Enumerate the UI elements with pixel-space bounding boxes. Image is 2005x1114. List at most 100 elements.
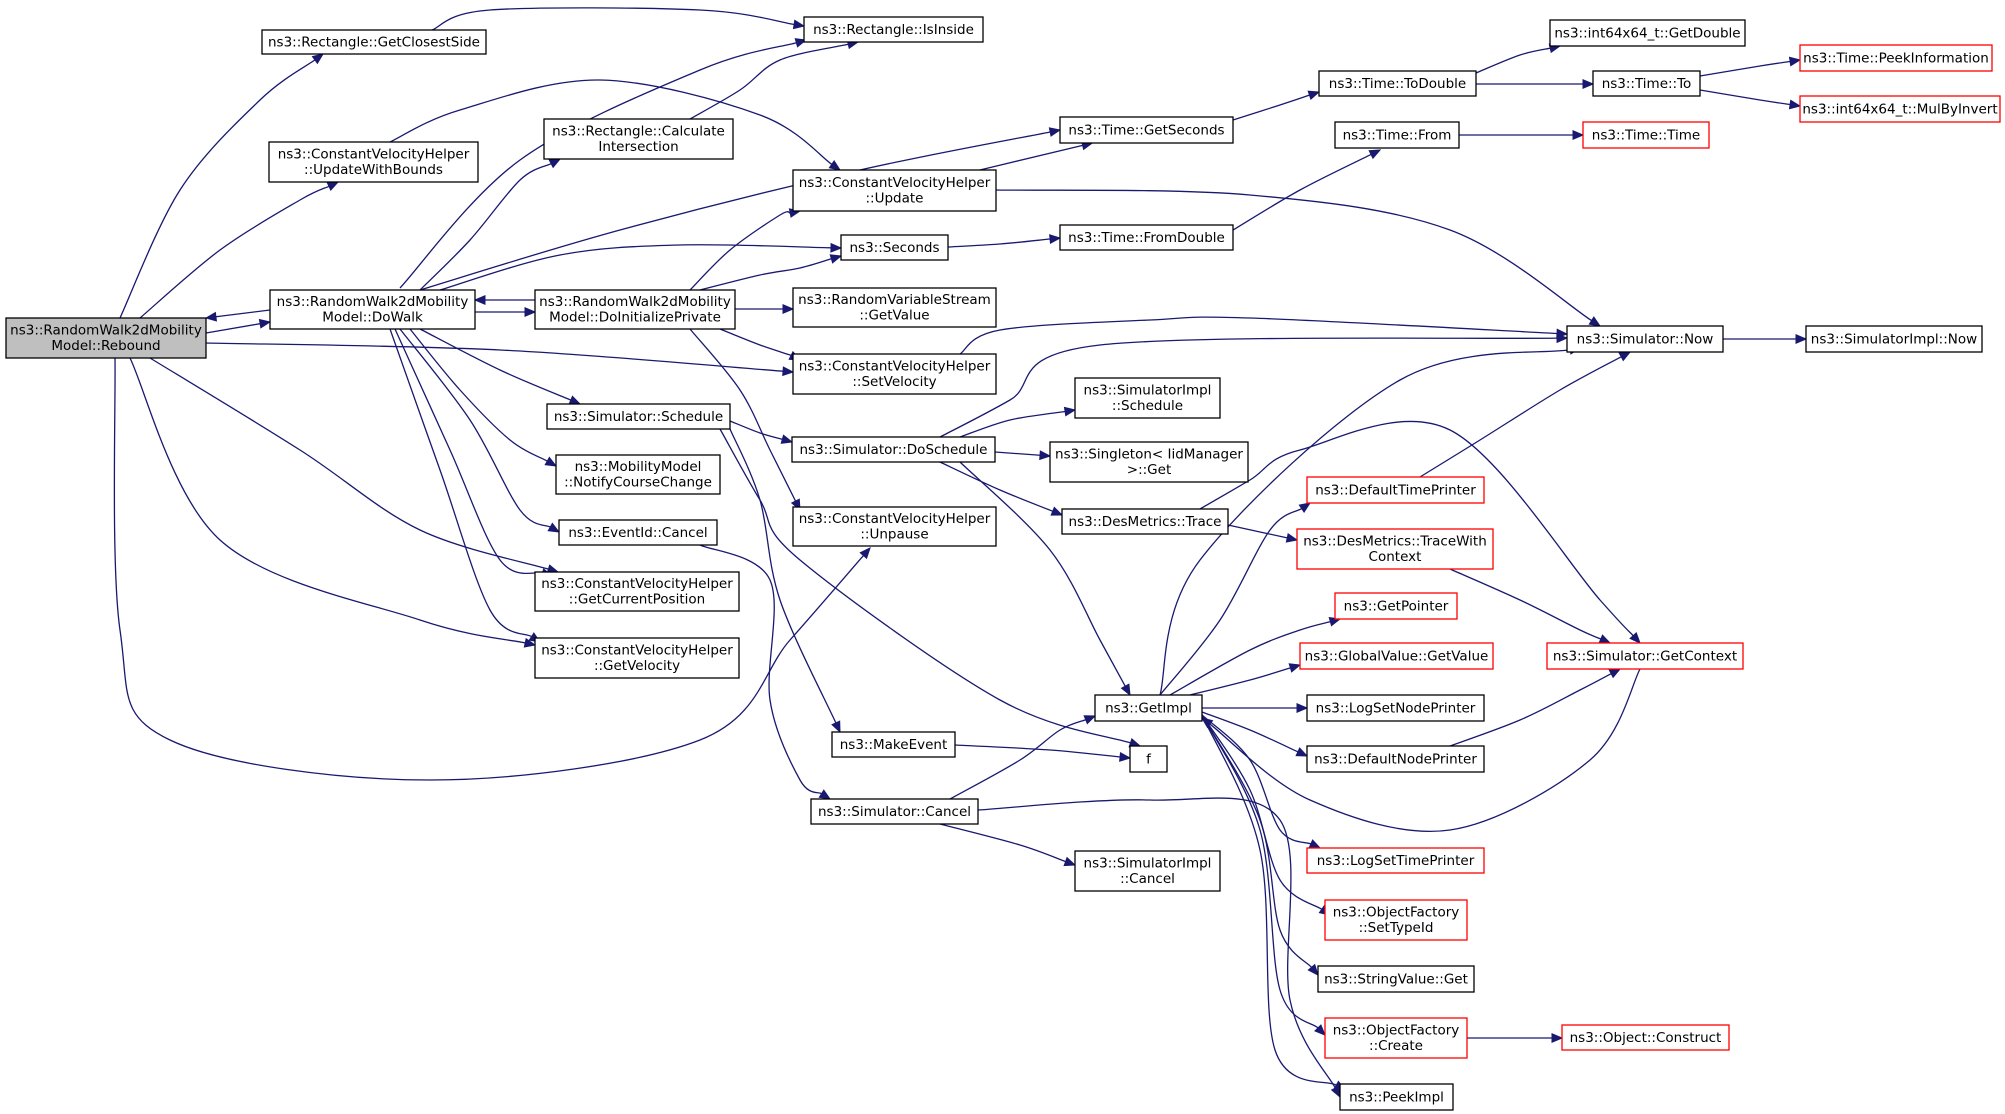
edge-n36-to-n37 (1200, 668, 1641, 833)
node-n33[interactable]: ns3::GetPointer (1334, 592, 1458, 620)
node-box (1561, 1024, 1730, 1051)
edge-line (1209, 668, 1641, 833)
edge-line (1159, 349, 1571, 696)
node-n36[interactable]: ns3::Simulator::GetContext (1546, 642, 1744, 670)
edge-arrowhead (1039, 450, 1052, 461)
edge-arrowhead (1120, 683, 1131, 697)
node-n43[interactable]: ns3::SimulatorImpl::Cancel (1074, 850, 1221, 892)
edge-line (389, 79, 833, 165)
edge-arrowhead (204, 311, 218, 322)
edge-line (113, 357, 864, 781)
edge-line (1232, 94, 1310, 121)
node-label: ns3::PeekImpl (1349, 1089, 1444, 1105)
edge-line (979, 144, 1083, 171)
node-n49[interactable]: ns3::PeekImpl (1339, 1083, 1454, 1111)
node-label: ns3::SimulatorImpl::Now (1811, 331, 1977, 347)
edge-arrowhead (1556, 333, 1569, 344)
node-n35[interactable]: ns3::GlobalValue::GetValue (1299, 642, 1494, 670)
edge-n1-to-n2 (431, 7, 806, 31)
node-n47[interactable]: ns3::ObjectFactory::Create (1324, 1017, 1468, 1059)
edge-line (129, 357, 526, 644)
node-n32[interactable]: ns3::ConstantVelocityHelper::GetCurrentP… (534, 571, 740, 612)
node-n21[interactable]: ns3::SimulatorImpl::Now (1805, 325, 1983, 353)
edge-line (419, 131, 1051, 291)
node-n14[interactable]: ns3::Seconds (840, 234, 949, 261)
edge-line (1699, 60, 1791, 77)
node-n41[interactable]: ns3::DefaultNodePrinter (1306, 745, 1485, 773)
node-n24[interactable]: ns3::SimulatorImpl::Schedule (1074, 377, 1221, 419)
node-n3[interactable]: ns3::ConstantVelocityHelper::UpdateWithB… (268, 141, 479, 183)
node-n2[interactable]: ns3::Rectangle::IsInside (803, 16, 984, 43)
node-n38[interactable]: ns3::LogSetNodePrinter (1306, 694, 1485, 722)
node-label: ns3::EventId::Cancel (568, 525, 707, 541)
edge-n17-to-n16 (473, 295, 535, 305)
node-n20[interactable]: ns3::Simulator::Now (1566, 325, 1724, 353)
node-box (1592, 70, 1701, 97)
node-n8[interactable]: ns3::int64x64_t::GetDouble (1549, 19, 1746, 47)
node-n17[interactable]: ns3::RandomWalk2dMobilityModel::DoInitia… (534, 289, 736, 330)
node-n46[interactable]: ns3::StringValue::Get (1317, 965, 1475, 993)
edge-n37-to-n27 (1159, 502, 1312, 696)
node-n42[interactable]: ns3::Simulator::Cancel (810, 798, 979, 825)
node-box (534, 571, 740, 612)
node-n9[interactable]: ns3::Time::To (1592, 70, 1701, 97)
node-label: ns3::ObjectFactory (1333, 905, 1460, 921)
node-n5[interactable]: ns3::Time::GetSeconds (1059, 116, 1234, 144)
node-n39[interactable]: ns3::MakeEvent (831, 731, 956, 758)
node-n29[interactable]: ns3::EventId::Cancel (558, 519, 718, 546)
node-label: ns3::Rectangle::IsInside (813, 22, 974, 38)
node-label: ::GetVelocity (594, 658, 680, 674)
node-n12[interactable]: ns3::Time::From (1334, 121, 1460, 149)
node-box (1805, 325, 1983, 353)
node-label: ns3::Simulator::GetContext (1553, 648, 1737, 664)
node-n19[interactable]: ns3::ConstantVelocityHelper::SetVelocity (792, 353, 997, 395)
node-n18[interactable]: ns3::RandomVariableStream::GetValue (792, 287, 997, 328)
edge-arrowhead (1308, 839, 1322, 849)
node-n15[interactable]: ns3::Time::FromDouble (1059, 224, 1234, 251)
edge-n15-to-n12 (1232, 149, 1382, 231)
node-label: ::GetCurrentPosition (569, 592, 705, 608)
edge-arrowhead (1629, 631, 1641, 644)
node-box (268, 141, 479, 183)
edge-n7-to-n9 (1476, 79, 1595, 89)
node-n28[interactable]: ns3::ConstantVelocityHelper::Unpause (792, 506, 997, 547)
node-n30[interactable]: ns3::DesMetrics::Trace (1061, 508, 1229, 535)
edge-n19-to-n20 (959, 316, 1569, 355)
node-n48[interactable]: ns3::Object::Construct (1561, 1024, 1730, 1051)
node-n44[interactable]: ns3::LogSetTimePrinter (1306, 847, 1485, 874)
node-n1[interactable]: ns3::Rectangle::GetClosestSide (261, 29, 487, 55)
edge-line (149, 357, 549, 570)
node-n10[interactable]: ns3::Time::PeekInformation (1799, 44, 1993, 72)
node-n34[interactable]: ns3::ConstantVelocityHelper::GetVelocity (534, 637, 740, 679)
edge-arrowhead (1119, 752, 1132, 762)
node-n45[interactable]: ns3::ObjectFactory::SetTypeId (1324, 899, 1468, 941)
node-label: ns3::Simulator::Schedule (554, 409, 723, 425)
node-label: ns3::GetImpl (1105, 700, 1192, 716)
node-n27[interactable]: ns3::DefaultTimePrinter (1306, 476, 1485, 504)
node-n13[interactable]: ns3::Time::Time (1582, 121, 1710, 149)
node-n7[interactable]: ns3::Time::ToDouble (1318, 70, 1477, 97)
node-n6[interactable]: ns3::ConstantVelocityHelper::Update (792, 169, 997, 212)
edge-arrowhead (544, 456, 558, 467)
node-n25[interactable]: ns3::Singleton< IidManager >::Get (1049, 441, 1249, 483)
edge-arrowhead (1572, 130, 1585, 140)
node-n37[interactable]: ns3::GetImpl (1094, 694, 1203, 722)
node-n11[interactable]: ns3::int64x64_t::MulByInvert (1799, 95, 2001, 123)
node-label: ns3::MobilityModel (575, 459, 702, 475)
edge-arrowhead (1063, 856, 1077, 867)
edge-line (729, 428, 837, 724)
edge-line (1699, 89, 1791, 106)
edge-n0-to-n1 (119, 53, 325, 319)
node-n40[interactable]: f (1129, 745, 1168, 773)
edge-n7-to-n8 (1475, 43, 1562, 74)
node-label: ns3::Rectangle::GetClosestSide (268, 34, 480, 50)
node-n22[interactable]: ns3::Simulator::Schedule (546, 403, 731, 430)
node-n23[interactable]: ns3::Simulator::DoSchedule (791, 436, 996, 463)
node-box (1306, 476, 1485, 504)
edge-line (1419, 356, 1622, 478)
node-n26[interactable]: ns3::MobilityModel::NotifyCourseChange (555, 454, 721, 495)
